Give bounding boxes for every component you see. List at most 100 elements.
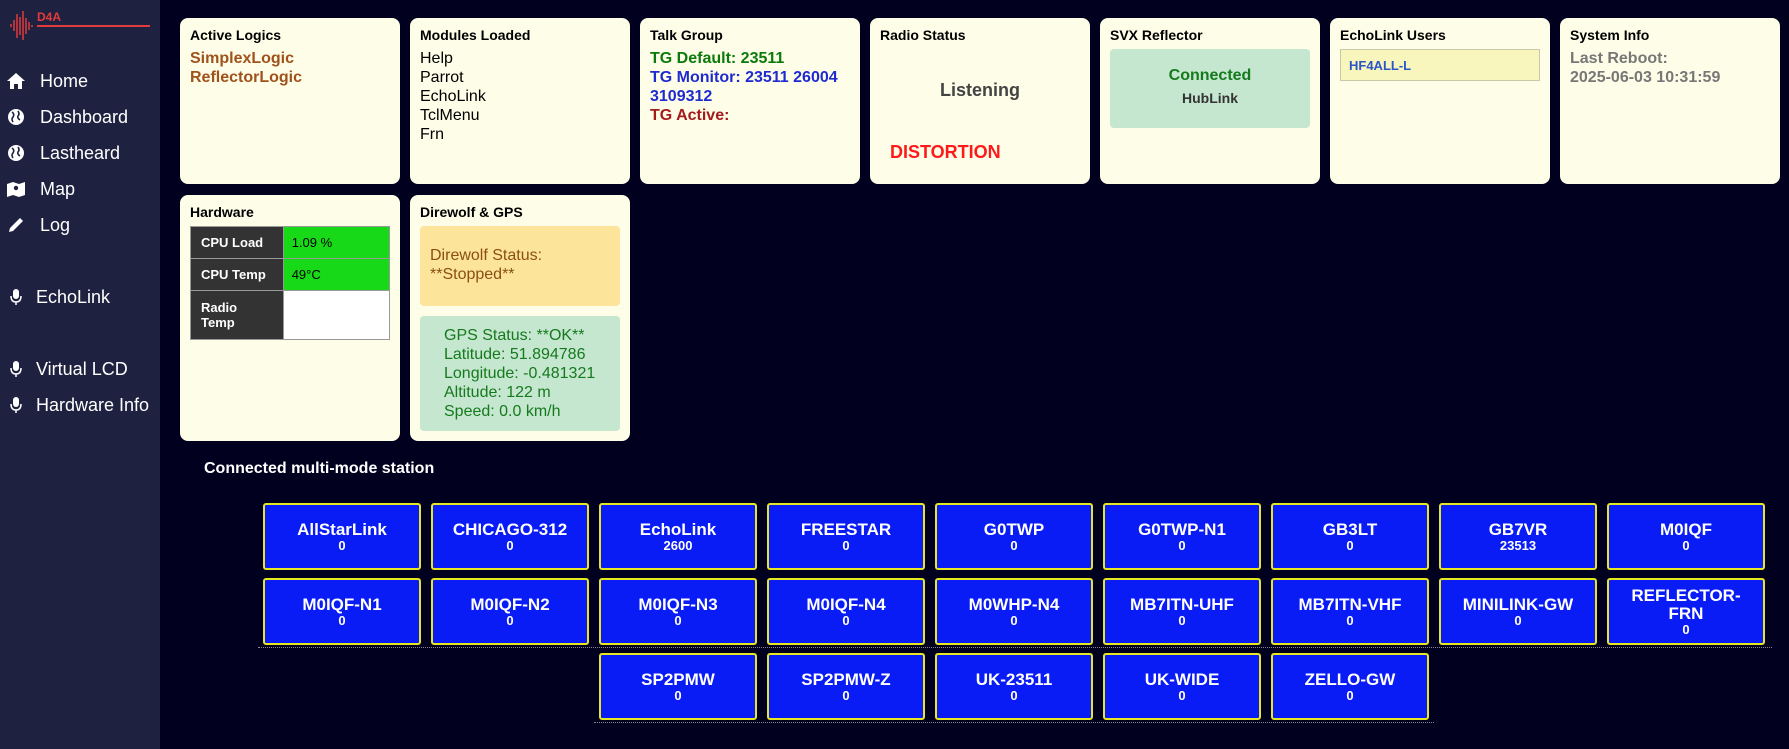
tg-default: TG Default: 23511	[650, 50, 785, 67]
station-name: GB3LT	[1322, 519, 1378, 539]
row-divider	[258, 647, 1772, 648]
station-count: 0	[1178, 687, 1186, 703]
echolink-user[interactable]: HF4ALL-L	[1340, 49, 1540, 81]
station-count: 0	[1346, 612, 1354, 628]
hw-label: CPU Temp	[190, 258, 284, 291]
hardware-table: CPU Load 1.09 % CPU Temp 49°C Radio Temp	[190, 226, 391, 340]
station-count: 0	[338, 612, 346, 628]
module-item: EchoLink	[420, 88, 486, 105]
last-reboot-value: 2025-06-03 10:31:59	[1570, 69, 1721, 86]
tg-active: TG Active:	[650, 107, 730, 124]
last-reboot-label: Last Reboot:	[1570, 50, 1668, 67]
station-name: M0IQF	[1660, 519, 1712, 539]
station-name: G0TWP-N1	[1138, 519, 1226, 539]
svx-status: Connected	[1168, 67, 1252, 84]
svx-reflector-card: SVX Reflector Connected HubLink	[1100, 18, 1320, 184]
card-title: Talk Group	[650, 27, 723, 43]
gps-speed: Speed: 0.0 km/h	[444, 403, 561, 420]
nav-label: Log	[40, 214, 71, 235]
nav-home[interactable]: Home	[0, 66, 160, 96]
nav-hardware-info[interactable]: Hardware Info	[0, 390, 160, 420]
microphone-icon	[4, 359, 28, 379]
station-count: 0	[842, 537, 850, 553]
table-row: CPU Temp 49°C	[190, 258, 391, 291]
nav-label: Lastheard	[40, 142, 121, 163]
logic-item: ReflectorLogic	[190, 69, 303, 86]
sidebar: D4A Home Dashboard Lastheard Map Log	[0, 0, 160, 749]
nav-dashboard[interactable]: Dashboard	[0, 102, 160, 132]
gps-status-box: GPS Status: **OK** Latitude: 51.894786 L…	[420, 316, 620, 431]
station-count: 0	[842, 687, 850, 703]
station-name: SP2PMW-Z	[801, 669, 891, 689]
nav-label: Dashboard	[40, 106, 129, 127]
direwolf-status-box: Direwolf Status: **Stopped**	[420, 226, 620, 306]
nav-label: Map	[40, 178, 76, 199]
hw-value: 1.09 %	[282, 226, 391, 259]
station-name: UK-23511	[975, 669, 1053, 689]
nav-label: Hardware Info	[36, 394, 150, 415]
nav-map[interactable]: Map	[0, 174, 160, 204]
brand-name: D4A	[37, 10, 62, 24]
tg-monitor: TG Monitor: 23511 26004 3109312	[650, 69, 838, 105]
card-title: Modules Loaded	[420, 27, 531, 43]
nav-virtual-lcd[interactable]: Virtual LCD	[0, 354, 160, 384]
row-divider	[594, 722, 1434, 723]
station-count: 0	[1682, 621, 1690, 637]
radio-status-card: Radio Status Listening DISTORTION	[870, 18, 1090, 184]
hw-value: 49°C	[282, 258, 391, 291]
nav-echolink[interactable]: EchoLink	[0, 282, 160, 312]
card-title: Direwolf & GPS	[420, 204, 523, 220]
globe-icon	[4, 107, 28, 127]
station-count: 0	[1010, 612, 1018, 628]
station-name: MINILINK-GW	[1462, 594, 1574, 614]
station-count: 0	[674, 687, 682, 703]
station-name: MB7ITN-VHF	[1298, 594, 1402, 614]
station-count: 0	[1010, 537, 1018, 553]
station-count: 0	[506, 537, 514, 553]
station-name: M0IQF-N1	[302, 594, 382, 614]
radio-alert: DISTORTION	[890, 142, 1001, 162]
direwolf-status-value: **Stopped**	[430, 266, 515, 283]
module-item: Help	[420, 50, 453, 67]
station-name: REFLECTOR-FRN	[1631, 585, 1741, 623]
gps-status: GPS Status: **OK**	[444, 327, 585, 344]
nav-log[interactable]: Log	[0, 210, 160, 240]
station-count: 0	[1682, 537, 1690, 553]
station-name: G0TWP	[983, 519, 1045, 539]
logic-item: SimplexLogic	[190, 50, 295, 67]
nav-label: EchoLink	[36, 286, 111, 307]
globe-icon	[4, 143, 28, 163]
table-row: CPU Load 1.09 %	[190, 226, 391, 259]
nav-lastheard[interactable]: Lastheard	[0, 138, 160, 168]
station-count: 23513	[1499, 537, 1537, 553]
module-item: Parrot	[420, 69, 464, 86]
station-count: 0	[338, 537, 346, 553]
station-name: M0IQF-N3	[638, 594, 718, 614]
svx-name: HubLink	[1182, 90, 1238, 106]
direwolf-gps-card: Direwolf & GPS Direwolf Status: **Stoppe…	[410, 195, 630, 441]
system-info-card: System Info Last Reboot: 2025-06-03 10:3…	[1560, 18, 1780, 184]
